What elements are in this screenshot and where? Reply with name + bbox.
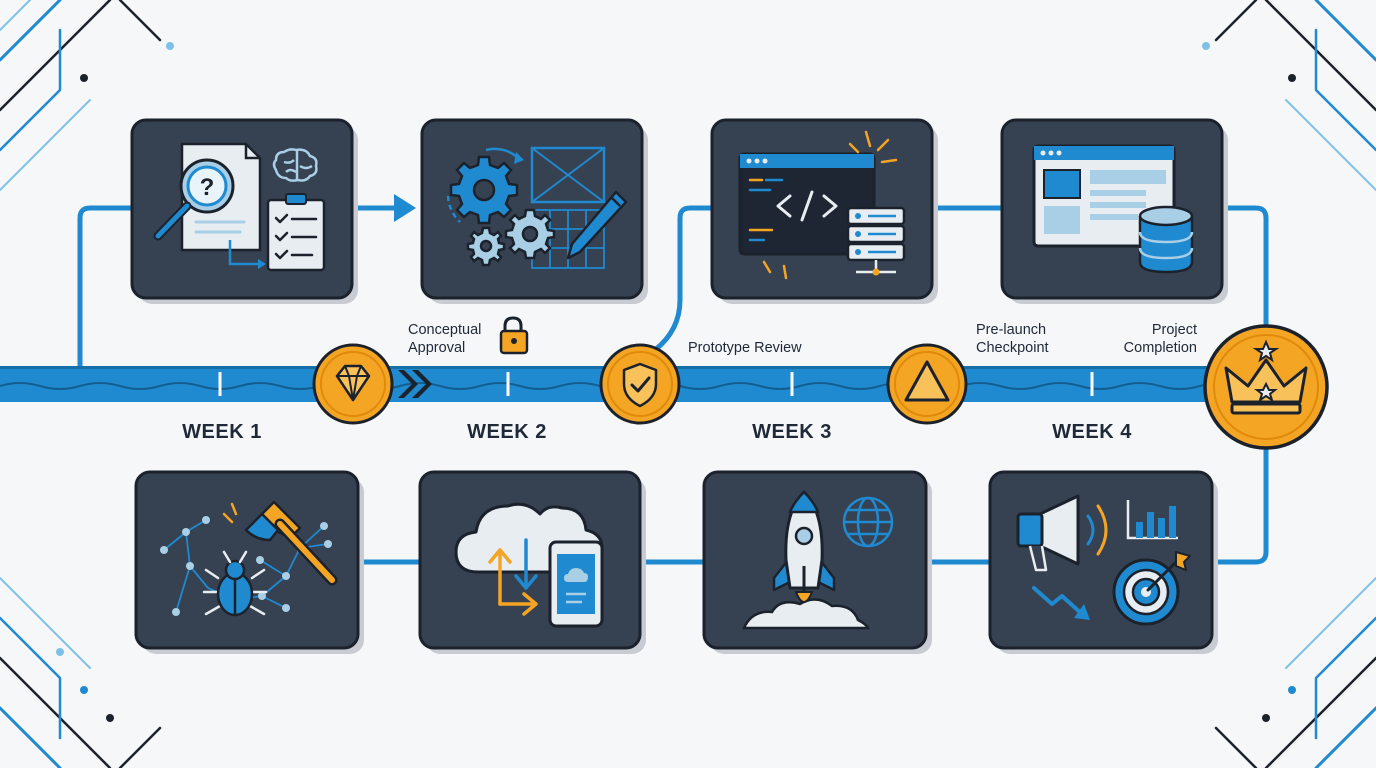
diamond-icon	[312, 343, 394, 425]
card-testing	[134, 470, 364, 654]
milestone-completion-line2: Completion	[1124, 340, 1197, 356]
corner-decoration-bottom-left	[0, 577, 162, 768]
week-1-label: WEEK 1	[182, 421, 262, 443]
milestone-prototype-label: Prototype Review	[688, 340, 802, 356]
shield-check-icon	[599, 343, 681, 425]
marketing-growth-icon	[1016, 494, 1191, 626]
week-3-label: WEEK 3	[752, 421, 832, 443]
crown-icon	[1203, 324, 1329, 450]
milestone-conceptual-line2: Approval	[408, 340, 465, 356]
connector-lines	[77, 205, 1269, 565]
cloud-sync-mobile-icon	[454, 502, 604, 628]
arrow-head-icon	[394, 194, 416, 222]
corner-decoration-bottom-right	[1214, 577, 1376, 768]
testing-debug-icon	[160, 500, 338, 617]
design-wireframe-icon	[446, 146, 628, 269]
milestone-completion-line1: Project	[1152, 322, 1197, 338]
milestone-prelaunch-line2: Checkpoint	[976, 340, 1049, 356]
week-4-label: WEEK 4	[1052, 421, 1132, 443]
integration-database-icon	[1032, 144, 1194, 274]
corner-decoration-top-left	[0, 0, 174, 191]
milestone-conceptual-line1: Conceptual	[408, 322, 481, 338]
warning-triangle-icon	[886, 343, 968, 425]
milestone-prelaunch-line1: Pre-launch	[976, 322, 1046, 338]
week-2-label: WEEK 2	[467, 421, 547, 443]
corner-decoration-top-right	[1202, 0, 1376, 191]
svg-text:?: ?	[200, 174, 215, 201]
development-code-icon	[738, 130, 906, 280]
research-analysis-icon: ?	[153, 142, 326, 272]
lock-icon	[499, 316, 529, 355]
launch-rocket-icon	[742, 490, 894, 630]
